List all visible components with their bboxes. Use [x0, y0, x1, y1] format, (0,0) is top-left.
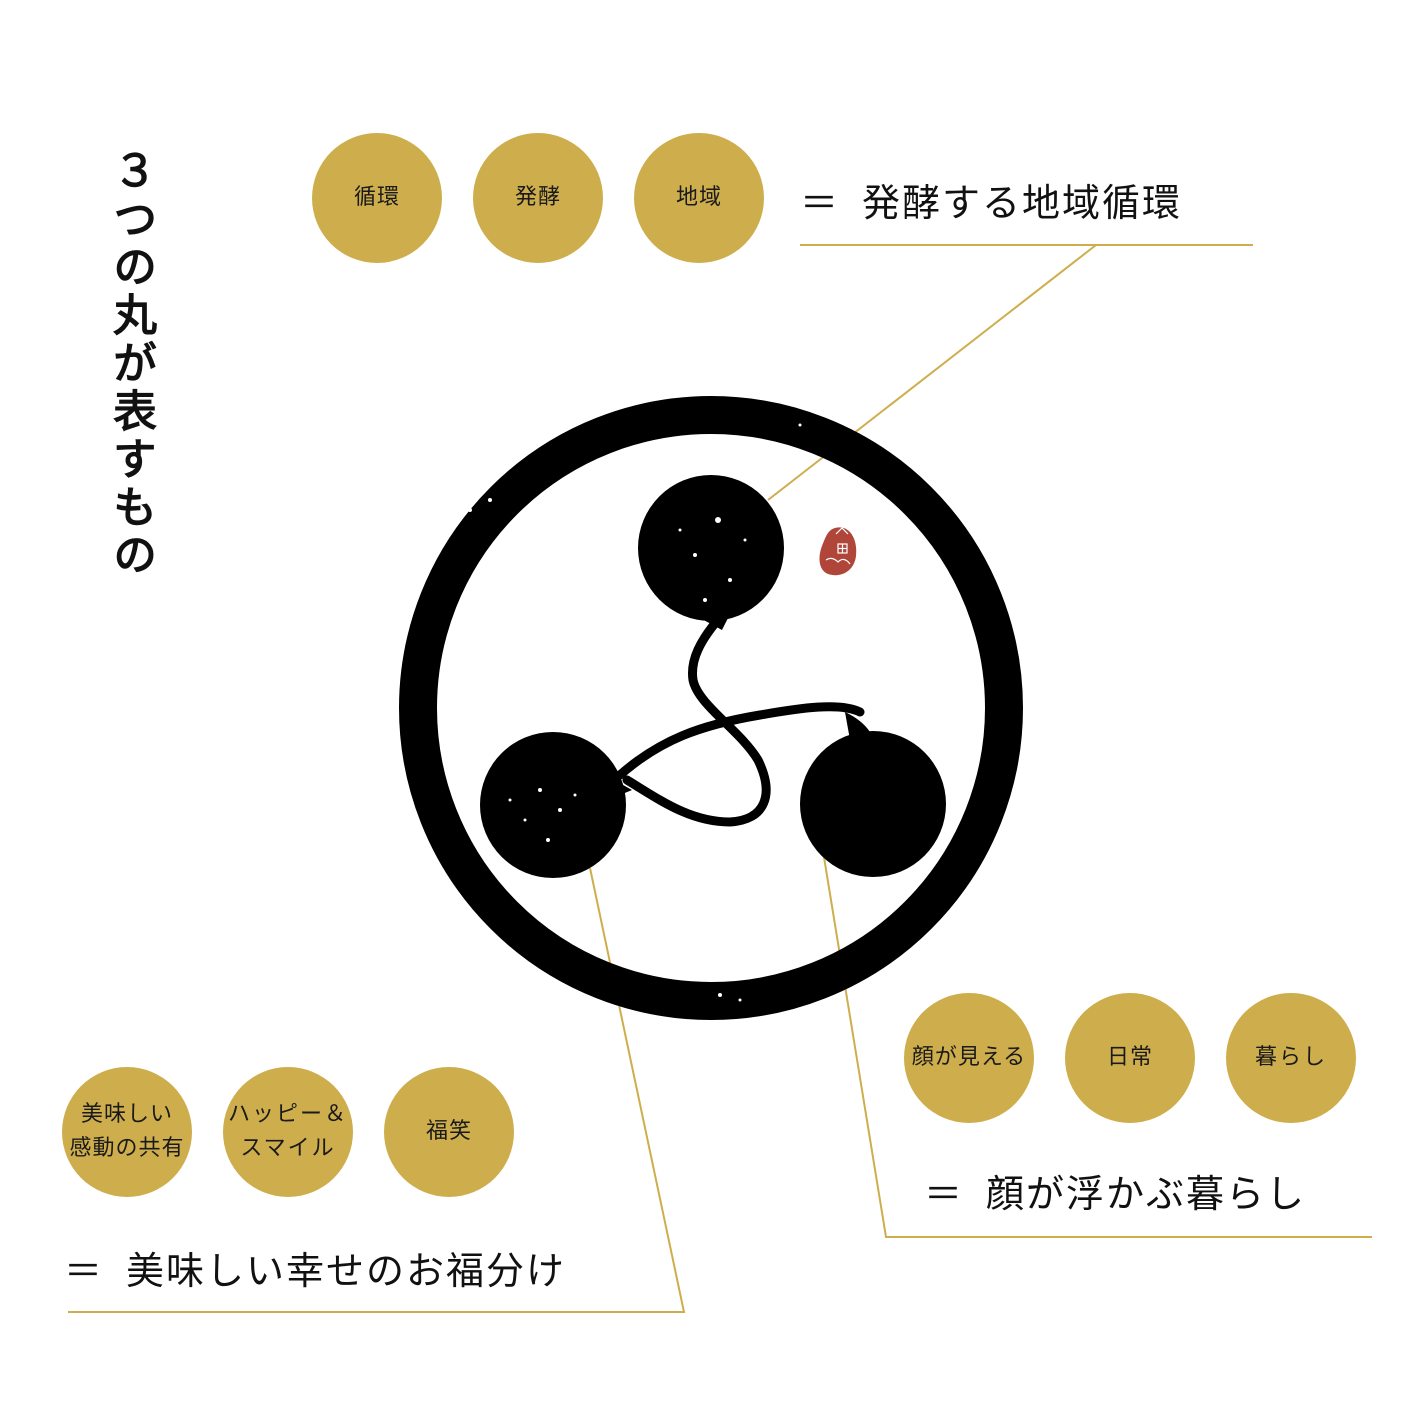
keyword-label: 顔が見える: [911, 1045, 1027, 1070]
keyword-bubble-region: 地域: [634, 133, 764, 263]
keyword-label: 循環: [353, 185, 400, 210]
keyword-line: スマイル: [240, 1136, 336, 1161]
summary-text: 顔が浮かぶ暮らし: [986, 1172, 1307, 1216]
equals-sign: ＝: [924, 1172, 965, 1216]
keyword-bubble-living: 暮らし: [1226, 993, 1356, 1123]
bottom-left-connector: [68, 867, 686, 1313]
keyword-line: 感動の共有: [69, 1136, 185, 1161]
keyword-bubble-fermentation: 発酵: [473, 133, 603, 263]
keyword-line: ハッピー＆: [227, 1102, 348, 1127]
keyword-label: 日常: [1106, 1045, 1153, 1070]
keyword-label: 地域: [675, 185, 722, 210]
summary-bottom-right: ＝ 顔が浮かぶ暮らし: [924, 1163, 1306, 1218]
right-ball-icon: [800, 731, 946, 877]
keyword-line: 美味しい: [80, 1102, 173, 1127]
summary-bottom-left: ＝ 美味しい幸せのお福分け: [64, 1240, 566, 1295]
outer-ring: [399, 396, 1023, 1020]
summary-text: 発酵する地域循環: [862, 181, 1183, 225]
keyword-bubble-shared-delight: 美味しい 感動の共有: [62, 1067, 192, 1197]
keyword-bubble-daily-life: 日常: [1065, 993, 1195, 1123]
equals-sign: ＝: [800, 181, 841, 225]
emblem-logo: [399, 396, 1023, 1020]
keyword-label: 暮らし: [1254, 1045, 1327, 1070]
connecting-loop: [615, 610, 865, 827]
keyword-label: 美味しい 感動の共有: [69, 1098, 184, 1166]
top-ball-icon: [638, 475, 784, 621]
keyword-bubble-fukuwarai: 福笑: [384, 1067, 514, 1197]
page-title: ３つの丸が表すもの: [105, 148, 156, 580]
keyword-label: 発酵: [514, 185, 561, 210]
keyword-label: ハッピー＆ スマイル: [228, 1098, 348, 1166]
red-seal-stamp-icon: [819, 527, 857, 576]
keyword-label: 福笑: [425, 1119, 472, 1144]
left-ball-icon: [480, 732, 626, 878]
summary-top: ＝ 発酵する地域循環: [800, 172, 1182, 227]
keyword-bubble-visible-faces: 顔が見える: [904, 993, 1034, 1123]
keyword-bubble-circulation: 循環: [312, 133, 442, 263]
top-connector: [767, 244, 1097, 501]
ink-texture: [428, 423, 802, 1002]
equals-sign: ＝: [64, 1249, 105, 1293]
summary-text: 美味しい幸せのお福分け: [126, 1249, 567, 1293]
keyword-bubble-happy-smile: ハッピー＆ スマイル: [223, 1067, 353, 1197]
